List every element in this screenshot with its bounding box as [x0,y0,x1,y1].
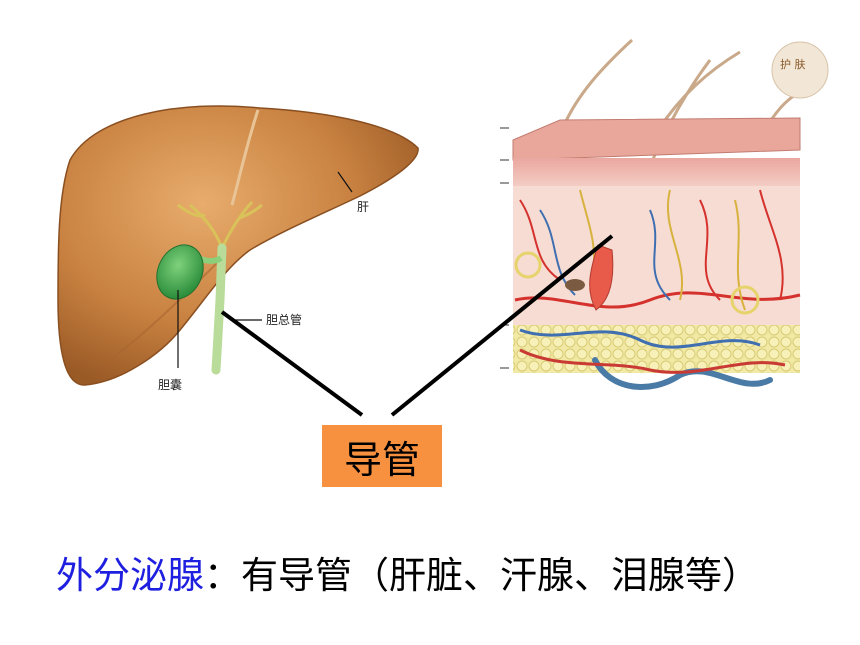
liver-lower-surface [109,254,226,361]
corner-logo: 护 肤 [771,41,829,99]
caption-description: 有导管（肝脏、汗腺、泪腺等） [241,554,759,597]
vessel-bottom [592,357,773,390]
caption: 外分泌腺：有导管（肝脏、汗腺、泪腺等） [56,545,759,599]
caption-term: 外分泌腺 [56,554,204,597]
liver-leader-line [337,171,353,193]
liver-shape [57,105,419,386]
pointer-line-skin [390,234,614,417]
blood-vessel-red [514,291,801,309]
skin-illustration: 护 肤 [500,38,829,390]
common-bile-duct [211,243,227,375]
subcutaneous-fat-layer [513,325,800,373]
liver-illustration: 肝 胆总管 胆囊 [57,105,419,392]
dermis-layer [513,186,800,326]
corner-logo-text: 护 肤 [780,57,806,71]
duct-label: 导管 [343,437,420,482]
sebaceous-gland [565,279,585,291]
epidermis-layer [513,158,800,188]
vessel-bottom [519,348,786,374]
caption-colon: ： [204,554,241,597]
sweat-gland [514,251,542,279]
duct-label-box: 导管 [322,425,442,487]
pointer-line-liver [220,310,364,417]
liver-label: 肝 [357,200,369,214]
sweat-gland [730,285,760,315]
common-bile-duct-label: 胆总管 [266,312,302,327]
hepatic-ducts [177,200,263,249]
blood-vessel-blue [519,328,761,349]
liver-lobe-fissure [230,109,260,206]
skin-top-surface [512,117,801,161]
gallbladder-label: 胆囊 [158,377,182,392]
gallbladder-shape [156,244,204,300]
hair-follicle [589,244,614,311]
blood-vessel-red [519,189,784,301]
